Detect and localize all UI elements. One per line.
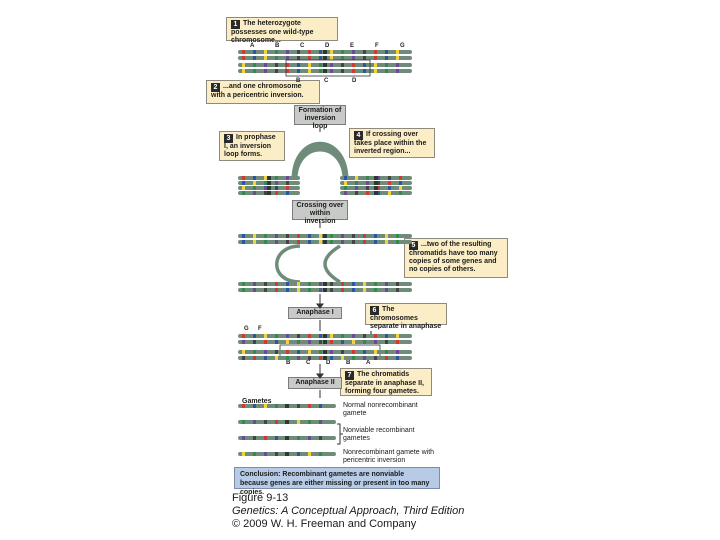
gene-label: C <box>324 78 329 84</box>
gamete-label-nonviable: Nonviable recombinant gametes <box>343 427 415 442</box>
loop-arm-left <box>238 176 300 180</box>
gene-label: B <box>296 78 301 84</box>
figure-number: Figure 9-13 <box>232 492 289 504</box>
inversion-loop <box>291 141 349 181</box>
copyright: © 2009 W. H. Freeman and Company <box>232 518 417 530</box>
gene-label: F <box>258 326 262 332</box>
inverted-chromatid <box>238 63 412 67</box>
gene-label: G <box>400 43 405 49</box>
step-number: 7 <box>345 371 354 380</box>
recombinant-chromatid <box>238 240 412 244</box>
gamete-label-inversion: Nonrecombinant gamete with pericentric i… <box>343 449 435 464</box>
gene-label: D <box>325 43 330 49</box>
gene-label: B <box>275 43 280 49</box>
stage-anaphase-2: Anaphase II <box>288 377 342 389</box>
anaphase1-chromatid <box>238 340 412 344</box>
gametes-heading: Gametes <box>242 398 272 405</box>
gene-label: B <box>346 360 351 366</box>
callout-text: The heterozygote possesses one wild-type… <box>231 20 314 44</box>
gene-label: B <box>286 360 291 366</box>
gene-label: G <box>244 326 249 332</box>
gamete-normal <box>238 404 336 408</box>
gamete-inversion <box>238 452 336 456</box>
gene-label: F <box>375 43 379 49</box>
gene-label: D <box>326 360 331 366</box>
loop-arm-left <box>238 181 300 185</box>
gene-label: D <box>352 78 357 84</box>
book-title: Genetics: A Conceptual Approach, Third E… <box>232 505 465 517</box>
gene-label: A <box>366 360 371 366</box>
step-number: 3 <box>224 134 233 143</box>
gene-label: E <box>350 43 354 49</box>
crossover-arc <box>323 244 341 284</box>
gamete-bracket <box>337 423 343 445</box>
loop-arm-left <box>238 191 300 195</box>
wildtype-chromatid <box>238 56 412 60</box>
recombinant-chromatid <box>238 234 412 238</box>
crossover-arc <box>275 244 301 284</box>
callout-5: 5...two of the resulting chromatids have… <box>404 238 508 278</box>
gamete-recombinant <box>238 420 336 424</box>
wildtype-chromatid <box>238 50 412 54</box>
gene-label: C <box>306 360 311 366</box>
gamete-recombinant <box>238 436 336 440</box>
loop-arm-right <box>340 176 412 180</box>
anaphase1-chromatid <box>238 350 412 354</box>
anaphase1-chromatid <box>238 334 412 338</box>
callout-2: 2...and one chromosome with a pericentri… <box>206 80 320 104</box>
step-number: 5 <box>409 241 418 250</box>
loop-arm-left <box>238 186 300 190</box>
gamete-label-normal: Normal nonrecombinant gamete <box>343 402 418 417</box>
stage-anaphase-1: Anaphase I <box>288 307 342 319</box>
gene-label: A <box>250 43 255 49</box>
loop-arm-right <box>340 181 412 185</box>
inverted-chromatid <box>238 69 412 73</box>
callout-text: If crossing over takes place within the … <box>354 131 427 155</box>
step-number: 4 <box>354 131 363 140</box>
step-number: 1 <box>231 20 240 29</box>
callout-text: In prophase I, an inversion loop forms. <box>224 134 276 158</box>
step-number: 6 <box>370 306 379 315</box>
gene-label: C <box>300 43 305 49</box>
recombinant-chromatid <box>238 282 412 286</box>
step-number: 2 <box>211 83 220 92</box>
stage-crossing-over: Crossing over within inversion <box>292 200 348 225</box>
callout-text: ...two of the resulting chromatids have … <box>409 241 498 273</box>
conclusion-box: Conclusion: Recombinant gametes are nonv… <box>234 467 440 496</box>
inversion-region-box <box>285 59 371 77</box>
loop-arm-right <box>340 186 412 190</box>
loop-arm-right <box>340 191 412 195</box>
callout-text: The chromatids separate in anaphase II, … <box>345 371 424 395</box>
flow-arrows <box>316 126 324 398</box>
anaphase1-chromatid <box>238 356 412 360</box>
callout-text: ...and one chromosome with a pericentric… <box>211 83 304 99</box>
recombinant-chromatid <box>238 288 412 292</box>
